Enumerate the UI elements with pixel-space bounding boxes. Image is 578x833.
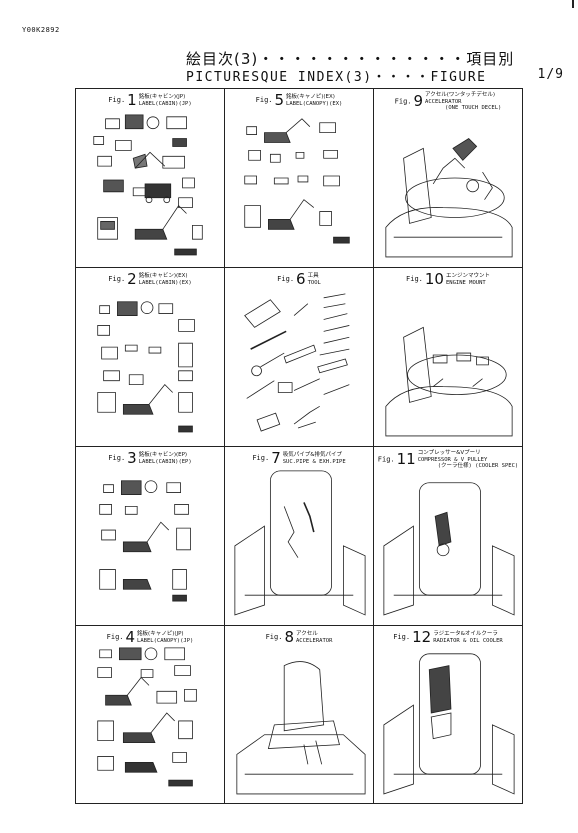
corner-mark [572, 0, 574, 8]
pipe-illustration [225, 447, 373, 625]
label-parts-illustration [76, 89, 224, 267]
fig-label: Fig. [108, 454, 126, 462]
fig-number: 11 [396, 450, 416, 469]
fig-label: Fig. [255, 96, 273, 104]
fig-subtitle: (ONE TOUCH DECEL) [445, 105, 502, 111]
fig-title-jp: アクセル(ワンタッチデセル) [425, 92, 496, 98]
title-japanese: 絵目次(3)・・・・・・・・・・・・・項目別 [186, 50, 515, 68]
fig-number: 9 [413, 92, 424, 111]
fig-title-jp: ラジエータ&オイルクーラ [433, 631, 498, 637]
fig-label: Fig. [106, 633, 124, 641]
label-parts-illustration [76, 626, 224, 803]
page-number: 1/9 [537, 67, 564, 82]
fig-title-jp: エンジンマウント [445, 273, 490, 279]
fig-title-en: RADIATOR & OIL COOLER [433, 637, 503, 644]
radiator-illustration [374, 626, 522, 803]
label-parts-illustration [76, 447, 224, 625]
engine-mount-illustration [374, 268, 522, 446]
label-parts-illustration [76, 268, 224, 446]
fig-title-en: LABEL(CANOPY)(JP) [137, 637, 194, 644]
fig-title-jp: 銘板(キャノピ)(JP) [137, 631, 184, 637]
fig-title-jp: 銘板(キャビン)(EX) [138, 273, 188, 279]
fig-number: 5 [274, 91, 285, 109]
fig-title-en: ACCELERATOR [425, 98, 462, 105]
fig-number: 7 [271, 449, 281, 467]
fig-title-en: LABEL(CABIN)(EP) [138, 458, 192, 465]
fig-title-jp: 銘板(キャノピ)(EX) [286, 94, 335, 100]
fig-label: Fig. [108, 96, 126, 104]
fig-subtitle: (クーラ仕様) (COOLER SPEC) [437, 463, 519, 469]
fig-title-en: ACCELERATOR [295, 637, 333, 644]
document-code: Y00K2892 [22, 26, 60, 34]
fig-title-jp: コンプレッサー&Vプーリ [417, 450, 481, 456]
fig-label: Fig. [252, 454, 270, 462]
fig-title-jp: 吸気パイプ&排気パイプ [282, 452, 343, 458]
fig-number: 3 [127, 449, 137, 467]
fig-title-en: LABEL(CABIN)(EX) [138, 279, 192, 286]
fig-title-en: ENGINE MOUNT [445, 279, 486, 286]
fig-number: 2 [127, 270, 137, 288]
accelerator-illustration [374, 89, 522, 267]
fig-number: 10 [424, 270, 444, 288]
fig-title-jp: 銘板(キャビン)(JP) [138, 94, 186, 100]
fig-title-en: LABEL(CABIN)(JP) [138, 100, 192, 107]
tool-illustration [225, 268, 373, 446]
fig-label: Fig. [265, 633, 283, 641]
fig-title-en: SUC.PIPE & EXH.PIPE [282, 458, 346, 465]
fig-label: Fig. [406, 275, 423, 283]
fig-number: 1 [127, 91, 137, 109]
compressor-illustration [374, 447, 522, 625]
fig-label: Fig. [393, 633, 411, 641]
fig-label: Fig. [108, 275, 126, 283]
fig-title-jp: アクセル [295, 631, 318, 637]
fig-number: 12 [412, 628, 432, 646]
fig-title-en: LABEL(CANOPY)(EX) [286, 100, 343, 107]
fig-number: 4 [125, 628, 136, 646]
title-english: PICTURESQUE INDEX(3)・・・・FIGURE [186, 70, 487, 85]
fig-number: 8 [284, 628, 294, 646]
fig-label: Fig. [377, 455, 395, 464]
fig-title-en: COMPRESSOR & V PULLEY [417, 456, 488, 463]
accelerator-seat-illustration [225, 626, 373, 803]
fig-label: Fig. [394, 97, 412, 106]
fig-title-en: TOOL [307, 279, 321, 286]
fig-number: 6 [296, 270, 306, 288]
fig-title-jp: 銘板(キャビン)(EP) [138, 452, 188, 458]
fig-label: Fig. [277, 275, 295, 283]
label-parts-illustration [225, 89, 373, 267]
fig-title-jp: 工具 [307, 273, 319, 279]
